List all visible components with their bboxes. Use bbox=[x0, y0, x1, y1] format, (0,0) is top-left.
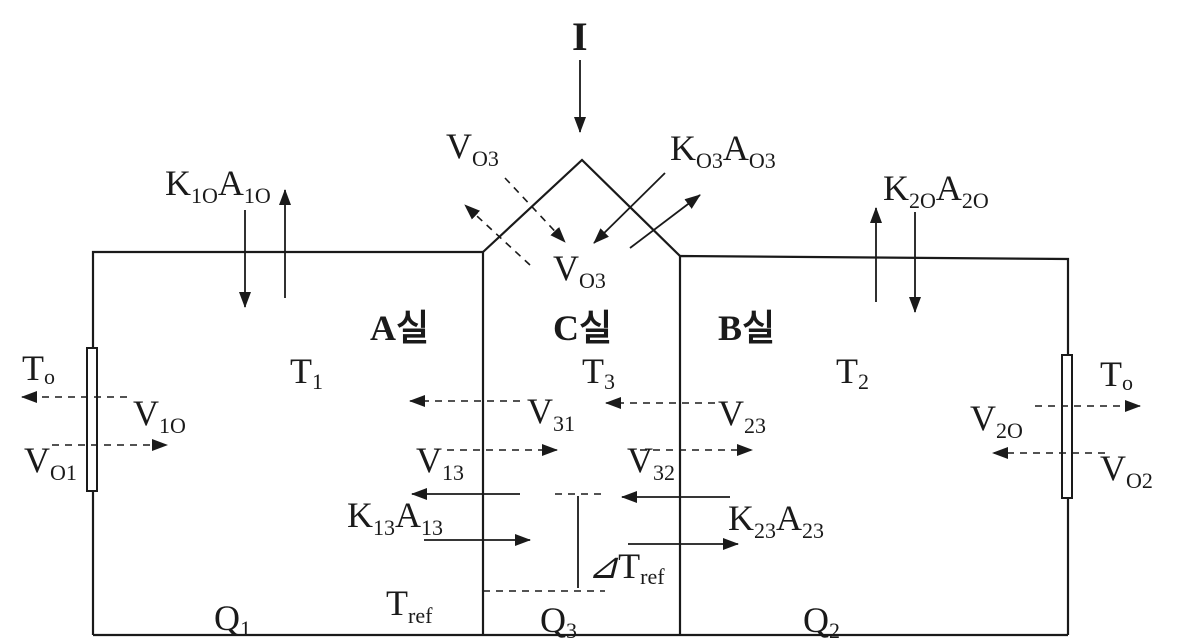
label-t3: T3 bbox=[582, 351, 615, 394]
label-k20-a20: K2OA2O bbox=[883, 168, 989, 213]
label-q2: Q2 bbox=[803, 600, 840, 639]
label-v32: V32 bbox=[627, 440, 675, 485]
label-q1: Q1 bbox=[214, 598, 251, 639]
label-v31: V31 bbox=[527, 391, 575, 436]
label-k13-a13: K13A13 bbox=[347, 495, 443, 540]
room-c-roof bbox=[482, 158, 681, 257]
label-to-left: To bbox=[22, 348, 55, 389]
label-room-c: C실 bbox=[553, 308, 612, 348]
label-delta-tref: ⊿Tref bbox=[588, 546, 665, 589]
label-v10: V1O bbox=[133, 393, 186, 438]
diagram-labels: I VO3 KO3AO3 VO3 K1OA1O K2OA2O A실 C실 B실 … bbox=[22, 14, 1153, 639]
label-v23: V23 bbox=[718, 393, 766, 438]
label-to-right: To bbox=[1100, 354, 1133, 395]
vo3-outflow-arrow bbox=[464, 204, 531, 266]
building-walls bbox=[86, 158, 1073, 637]
ko3-inflow-arrow bbox=[593, 172, 666, 244]
vo3-inflow-arrow bbox=[504, 177, 566, 243]
ventilation-arrows bbox=[21, 391, 1141, 459]
label-v20: V2O bbox=[970, 398, 1023, 443]
label-room-b: B실 bbox=[718, 308, 775, 348]
label-k10-a10: K1OA1O bbox=[165, 163, 271, 208]
label-v13: V13 bbox=[416, 440, 464, 485]
window-left bbox=[86, 347, 98, 492]
label-tref: Tref bbox=[386, 583, 433, 628]
label-q3: Q3 bbox=[540, 600, 577, 639]
delta-tref-bracket bbox=[483, 493, 605, 592]
label-room-a: A실 bbox=[370, 308, 429, 348]
ko3-outflow-arrow bbox=[629, 194, 701, 249]
label-vo3-top: VO3 bbox=[446, 126, 499, 171]
window-right bbox=[1061, 354, 1073, 499]
label-vo1: VO1 bbox=[24, 440, 77, 485]
label-t2: T2 bbox=[836, 351, 869, 394]
label-ko3-ao3: KO3AO3 bbox=[670, 128, 776, 173]
label-vo3-mid: VO3 bbox=[553, 248, 606, 293]
conduction-arrows bbox=[411, 488, 739, 550]
label-vo2: VO2 bbox=[1100, 448, 1153, 493]
roof-arrows bbox=[239, 60, 921, 313]
label-t1: T1 bbox=[290, 351, 323, 394]
label-i: I bbox=[572, 14, 588, 59]
label-k23-a23: K23A23 bbox=[728, 498, 824, 543]
